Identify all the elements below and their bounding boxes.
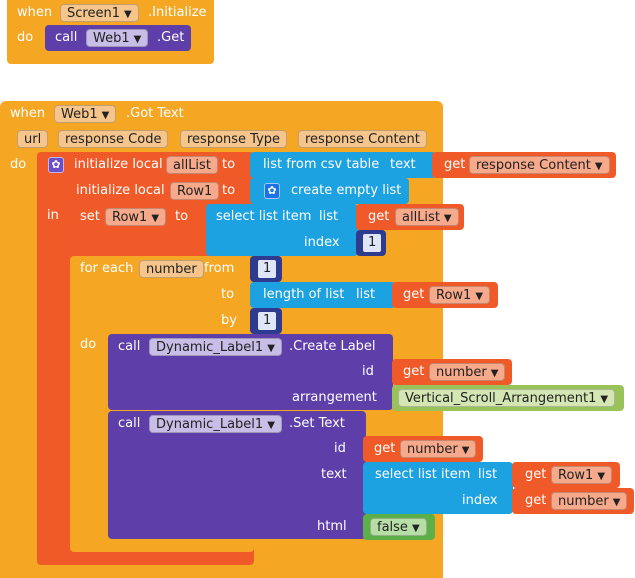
number-loop-var[interactable]: number — [139, 260, 204, 278]
select-list-item-block[interactable] — [206, 204, 358, 256]
text-label: text — [321, 467, 347, 482]
text-label: text — [390, 157, 416, 172]
from-number-value[interactable]: 1 — [258, 260, 277, 278]
mutator-gear-icon[interactable]: ✿ — [264, 183, 280, 199]
list-from-csv-label: list from csv table — [263, 157, 380, 172]
response-content-dropdown[interactable]: response Content▼ — [469, 156, 610, 174]
set-label: set — [80, 209, 100, 224]
get-method-label: .Get — [157, 30, 185, 45]
create-label-method: .Create Label — [289, 339, 376, 354]
get-label: get — [403, 287, 425, 302]
get-label: get — [525, 467, 547, 482]
chevron-down-icon: ▼ — [461, 445, 470, 456]
from-label: from — [204, 261, 235, 276]
get-label: get — [374, 441, 396, 456]
row1-get-dropdown[interactable]: Row1▼ — [429, 286, 491, 304]
length-of-list-block[interactable] — [250, 282, 396, 308]
html-label: html — [317, 519, 347, 534]
list-label: list — [319, 209, 339, 224]
chevron-down-icon: ▼ — [490, 368, 499, 379]
chevron-down-icon: ▼ — [101, 110, 110, 121]
in-label: in — [47, 208, 59, 223]
screen1-dropdown[interactable]: Screen1▼ — [60, 4, 139, 22]
initialize-event-label: .Initialize — [148, 5, 207, 20]
select-list-item-label: select list item — [375, 467, 471, 482]
by-label: by — [221, 313, 237, 328]
id-label: id — [334, 441, 346, 456]
chevron-down-icon: ▼ — [151, 213, 160, 224]
param-response-code[interactable]: response Code — [58, 130, 169, 148]
row1-get-dropdown[interactable]: Row1▼ — [551, 466, 613, 484]
list-label: list — [478, 467, 498, 482]
chevron-down-icon: ▼ — [411, 523, 420, 534]
index-number-value[interactable]: 1 — [363, 234, 382, 252]
get-label: get — [525, 493, 547, 508]
chevron-down-icon: ▼ — [133, 34, 142, 45]
index-label: index — [304, 235, 340, 250]
do-label: do — [80, 337, 97, 352]
dynamic-label-dropdown[interactable]: Dynamic_Label1▼ — [149, 415, 282, 433]
arrangement-label: arrangement — [292, 390, 377, 405]
for-each-label: for each — [80, 261, 134, 276]
row1-var-name[interactable]: Row1 — [170, 182, 220, 200]
index-label: index — [462, 493, 498, 508]
when-label: when — [10, 106, 46, 121]
to-label: to — [222, 157, 236, 172]
chevron-down-icon: ▼ — [612, 497, 621, 508]
param-response-type[interactable]: response Type — [180, 130, 288, 148]
chevron-down-icon: ▼ — [475, 291, 484, 302]
number-get-dropdown[interactable]: number▼ — [429, 363, 506, 381]
param-response-content[interactable]: response Content — [298, 130, 427, 148]
number-get-dropdown[interactable]: number▼ — [551, 492, 628, 510]
number-get-dropdown[interactable]: number▼ — [400, 440, 477, 458]
id-label: id — [362, 364, 374, 379]
arrangement-dropdown[interactable]: Vertical_Scroll_Arrangement1▼ — [398, 389, 616, 407]
param-url[interactable]: url — [17, 130, 49, 148]
alllist-get-dropdown[interactable]: allList▼ — [395, 208, 459, 226]
chevron-down-icon: ▼ — [597, 471, 606, 482]
chevron-down-icon: ▼ — [443, 213, 452, 224]
when-label: when — [17, 5, 53, 20]
initialize-local-label: initialize local — [76, 183, 165, 198]
get-label: get — [368, 209, 390, 224]
false-dropdown[interactable]: false▼ — [370, 518, 427, 536]
call-label: call — [55, 30, 78, 45]
gottext-event-label: .Got Text — [126, 106, 184, 121]
create-empty-list-label: create empty list — [291, 183, 402, 198]
mutator-gear-icon[interactable]: ✿ — [48, 157, 64, 173]
list-label: list — [356, 287, 376, 302]
chevron-down-icon: ▼ — [600, 394, 609, 405]
call-label: call — [118, 416, 141, 431]
length-of-list-label: length of list — [263, 287, 345, 302]
select-list-item-block[interactable] — [363, 462, 513, 514]
chevron-down-icon: ▼ — [267, 420, 275, 431]
chevron-down-icon: ▼ — [594, 161, 603, 172]
initialize-local-label: initialize local — [74, 157, 163, 172]
do-label: do — [10, 157, 27, 172]
to-label: to — [221, 287, 235, 302]
call-label: call — [118, 339, 141, 354]
list-from-csv-table-block[interactable] — [250, 152, 436, 178]
select-list-item-label: select list item — [216, 209, 312, 224]
alllist-var-name[interactable]: allList — [166, 156, 218, 174]
set-text-method: .Set Text — [289, 416, 345, 431]
row1-set-dropdown[interactable]: Row1▼ — [105, 208, 167, 226]
web1-call-dropdown[interactable]: Web1▼ — [86, 29, 149, 47]
by-number-value[interactable]: 1 — [258, 312, 277, 330]
web1-event-dropdown[interactable]: Web1▼ — [54, 105, 117, 123]
to-label: to — [175, 209, 189, 224]
do-label: do — [17, 30, 34, 45]
chevron-down-icon: ▼ — [123, 9, 132, 20]
dynamic-label-dropdown[interactable]: Dynamic_Label1▼ — [149, 338, 282, 356]
get-label: get — [444, 157, 466, 172]
chevron-down-icon: ▼ — [267, 343, 275, 354]
get-label: get — [403, 364, 425, 379]
to-label: to — [222, 183, 236, 198]
